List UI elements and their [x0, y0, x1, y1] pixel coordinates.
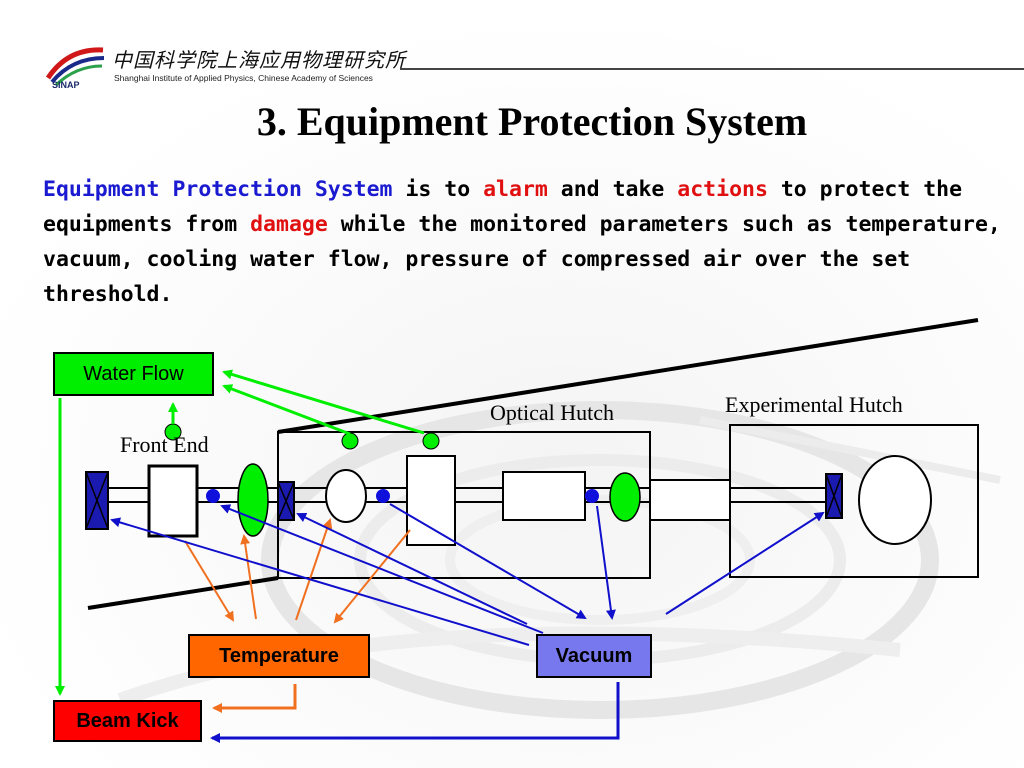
gate-valve-optical-icon	[277, 481, 295, 521]
water-flow-arrow-optical-1	[222, 384, 351, 436]
header-rule	[400, 68, 1024, 70]
temperature-arrow-1	[184, 540, 235, 622]
perspective-line-bottom	[87, 576, 279, 610]
front-end-label: Front End	[120, 432, 209, 457]
vacuum-arrow-6	[665, 511, 825, 615]
front-end-component	[147, 464, 199, 538]
water-flow-arrow-optical-2	[222, 369, 425, 435]
gate-valve-front-icon	[85, 471, 109, 530]
text-segment: to protect the equipments from	[43, 177, 963, 237]
description-paragraph: Equipment Protection System is to alarm …	[43, 172, 1018, 312]
monochromator-box	[502, 471, 586, 521]
optical-element-round	[325, 469, 367, 523]
optical-mirror-box	[406, 455, 456, 546]
vacuum-arrow-3	[296, 512, 528, 625]
vacuum-arrow-2	[220, 504, 544, 634]
water-cooled-element-front	[237, 463, 269, 537]
gate-valve-experimental-icon	[825, 473, 843, 519]
vacuum-gauge-front	[206, 489, 220, 503]
perspective-line-top	[277, 318, 979, 434]
transport-pipe-box	[649, 479, 731, 521]
water-flow-sensor-optical-1	[341, 432, 359, 450]
experimental-hutch-label: Experimental Hutch	[725, 392, 903, 417]
temperature-box: Temperature	[188, 634, 370, 678]
beam-kick-box: Beam Kick	[53, 700, 202, 742]
optical-hutch-label: Optical Hutch	[490, 400, 615, 425]
vacuum-to-beam-kick-arrow	[210, 682, 620, 743]
vacuum-arrow-4	[389, 503, 587, 620]
vacuum-box: Vacuum	[536, 634, 652, 678]
text-segment: while the monitored parameters such as t…	[43, 212, 1001, 307]
institute-name-chinese: 中国科学院上海应用物理研究所	[112, 48, 406, 72]
logo-abbreviation: SINAP	[52, 80, 80, 90]
actions-highlight: actions	[677, 177, 768, 202]
term-highlight: Equipment Protection System	[43, 177, 393, 202]
vacuum-arrow-1	[110, 517, 530, 646]
text-segment: is to	[392, 177, 484, 202]
slide-title: 3. Equipment Protection System	[256, 99, 808, 144]
vacuum-gauge-optical-1	[376, 489, 390, 503]
water-cooled-element-optical	[609, 472, 641, 522]
temperature-arrow-3	[295, 518, 333, 621]
text-segment: and take	[547, 177, 678, 202]
alarm-highlight: alarm	[483, 177, 548, 202]
water-flow-box: Water Flow	[53, 352, 214, 396]
temperature-arrow-2	[240, 534, 257, 620]
water-flow-sensor-optical-2	[422, 432, 440, 450]
temperature-arrow-4	[333, 529, 411, 624]
damage-highlight: damage	[250, 212, 328, 237]
vacuum-gauge-optical-2	[585, 489, 599, 503]
vacuum-arrow-5	[596, 505, 616, 620]
sample-chamber	[858, 455, 932, 545]
institute-name-english: Shanghai Institute of Applied Physics, C…	[114, 73, 373, 83]
sinap-logo-icon	[45, 47, 105, 87]
temperature-to-beam-kick-arrow	[212, 684, 297, 713]
